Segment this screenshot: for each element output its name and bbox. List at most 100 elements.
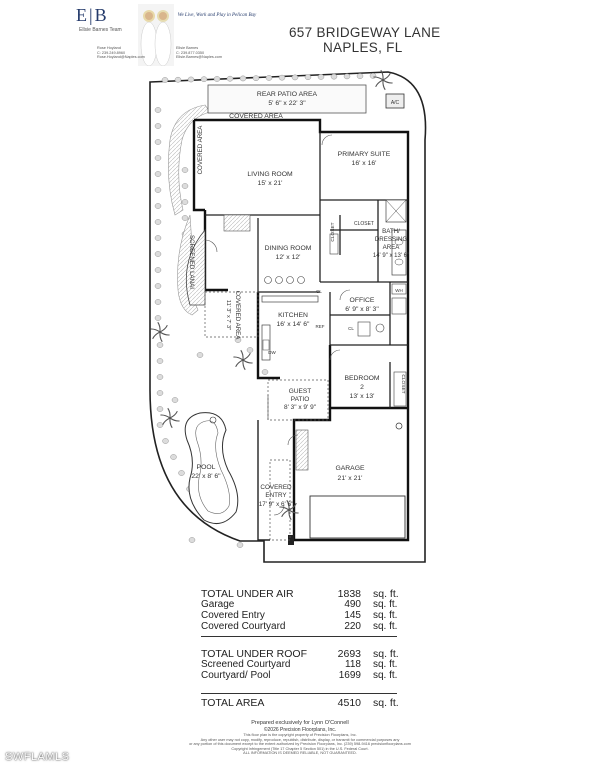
garage-door [309,495,406,539]
label-covered-area-side: COVERED AREA [197,125,204,175]
area-label: Covered Entry [201,610,265,621]
shrub [156,422,164,428]
shrub [246,347,254,353]
shrub [156,374,164,380]
area-rule-1 [201,636,397,637]
area-unit: sq. ft. [373,648,399,660]
shrub [154,315,162,321]
shrub [252,75,260,82]
area-label: Covered Courtyard [201,621,286,632]
kitchen-island [261,295,319,303]
label-garage: GARAGE [335,465,365,472]
entry-hatch [223,214,251,232]
shrub [181,183,189,189]
tub [329,233,339,255]
area-label: TOTAL UNDER ROOF [201,648,307,660]
agent-1-email: Rose.Hoyland@Naples.com [97,55,145,60]
label-closet-3: CLOSET [400,374,406,393]
area-value: 490 [344,599,361,610]
shrub [213,76,221,82]
bedroom-closet [393,371,407,407]
area-unit: sq. ft. [373,599,398,610]
shrub [156,390,164,396]
size-dining-room: 12' x 12' [276,254,301,261]
shrub [343,73,351,80]
shrub [170,454,177,460]
powder-toilet [357,321,371,337]
shrub [154,171,162,177]
room-labels: REAR PATIO AREA 5' 6" x 22' 3" COVERED A… [191,91,409,508]
shrub [154,107,162,113]
area-label: Courtyard/ Pool [201,670,271,681]
shrub [156,342,164,348]
label-covered-area-mid: COVERED AREA [234,291,241,341]
shrub [356,73,364,79]
copyright: ©2026 Precision Floorplans, Inc. [263,727,337,733]
kitchen-sink [262,339,270,351]
shrub [291,74,299,81]
agent-1-name: Rose Hoyland [97,46,121,50]
size-rear-patio: 5' 6" x 22' 3" [268,100,306,107]
label-bath-2: DRESSING [375,236,408,243]
shrub [265,75,273,81]
legal-line-4: Copyright Infringement (Title 17 Chapter… [231,746,369,751]
legal-block: This floor plan is the copyright propert… [160,733,440,756]
label-guest-patio: GUEST [289,388,311,395]
area-value: 1699 [338,670,361,681]
shrub [187,76,195,83]
shrub [330,73,338,80]
shrub [226,75,234,82]
shrub [154,187,162,193]
label-ac: A/C [391,100,400,106]
agents-photo [138,4,174,66]
shrub [154,203,162,209]
office-desk [391,283,407,295]
shrub [236,542,244,548]
covered-area-patio [204,291,259,338]
area-value: 145 [344,610,361,621]
size-bath: 14' 9" x 13' 6" [373,253,409,259]
garden-path [168,104,211,216]
shrub [162,438,169,444]
size-primary-suite: 16' x 16' [352,160,377,167]
tag-wh: WH [395,288,403,293]
shrub [161,77,169,83]
tag-cl-2: CL [348,326,354,331]
shrub [156,406,164,412]
mls-watermark: SWFLAMLS [5,751,70,763]
agent-1-phone: C: 239.249.8960 [97,50,126,55]
shrub [181,199,189,205]
legal-line-1: This floor plan is the copyright propert… [243,733,357,737]
area-value: 220 [344,621,361,632]
shrub [154,219,162,225]
laundry [391,297,407,315]
pool [184,412,239,525]
size-garage: 21' x 21' [338,475,363,482]
label-covered-area-top: COVERED AREA [229,113,283,120]
palm-tree-icon [373,69,393,91]
palm-tree-icon [233,349,253,371]
label-covered-entry: COVERED [260,484,292,491]
address-street: 657 BRIDGEWAY LANE [289,25,441,40]
shrub [196,352,204,358]
garage-step [295,429,309,471]
shrub [156,358,164,364]
palm-tree-icon [150,321,170,343]
shrub [154,251,162,257]
label-pool: POOL [197,464,216,471]
shrub [200,76,208,83]
agent-2-info: Ellsie Barnes C: 239.877.0350 Ellsie.Bar… [176,46,222,60]
tag-cl-1: CL [316,289,322,294]
label-kitchen: KITCHEN [278,312,308,319]
area-label: TOTAL AREA [201,697,265,709]
size-bedroom-2: 13' x 13' [350,393,375,400]
brand-logo: E|B [76,5,109,25]
label-bath-3: AREA [383,244,401,251]
shrub [174,76,182,83]
legal-line-2: Any other user may not copy, modify, rep… [200,737,400,742]
